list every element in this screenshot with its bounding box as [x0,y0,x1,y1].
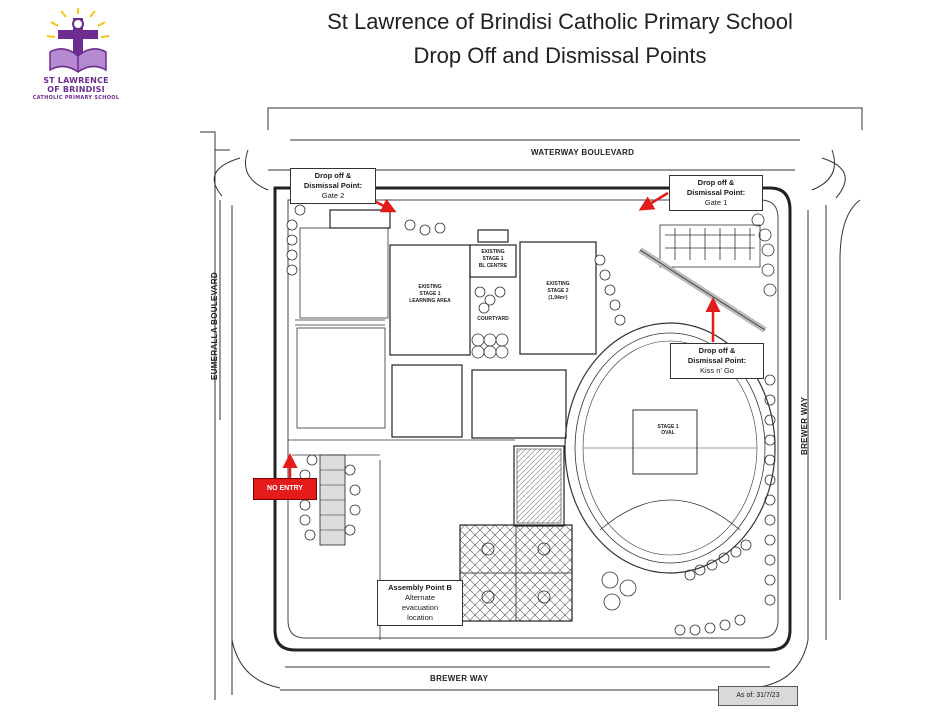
kiss-n-go-callout: Drop off & Dismissal Point: Kiss n' Go [670,343,764,379]
assembly-callout-line4: location [407,613,433,622]
gate1-callout-sub: Gate 1 [704,198,728,207]
as-of-date: As of: 31/7/23 [718,686,798,706]
kiss-callout-title-2: Dismissal Point: [687,356,747,365]
building-label-stage2-2: STAGE 2 [547,288,568,294]
oval-label-1: STAGE 1 [657,424,678,430]
logo-line-1: ST LAWRENCE [43,76,109,85]
gate2-callout-title-2: Dismissal Point: [303,181,363,190]
logo-text: ST LAWRENCE OF BRINDISI CATHOLIC PRIMARY… [22,76,130,103]
building-label-stage2-1: EXISTING [546,281,569,287]
page-title: St Lawrence of Brindisi Catholic Primary… [327,9,793,34]
gate1-callout: Drop off & Dismissal Point: Gate 1 [669,175,763,211]
road-label-north: WATERWAY BOULEVARD [531,148,635,157]
no-entry-sign: NO ENTRY [253,478,317,500]
kiss-callout-title: Drop off & [698,346,736,355]
gate2-callout: Drop off & Dismissal Point: Gate 2 [290,168,376,204]
building-label-bl-3: BL CENTRE [479,263,508,269]
assembly-callout-line2: Alternate [404,593,436,602]
page-subtitle: Drop Off and Dismissal Points [413,43,707,68]
gate2-callout-title: Drop off & [314,171,352,180]
assembly-callout-line3: evacuation [401,603,439,612]
building-label-stage1-learning-2: STAGE 1 [419,291,440,297]
gate1-arrow [638,191,669,211]
kiss-callout-sub: Kiss n' Go [700,366,734,375]
oval-label-2: OVAL [661,430,675,436]
logo-line-2: OF BRINDISI [47,85,105,94]
school-logo-icon [46,8,110,73]
assembly-callout-title: Assembly Point B [388,583,452,592]
courtyard-label: COURTYARD [477,316,509,322]
road-label-west: EUMERALLA BOULEVARD [210,272,219,380]
gate1-callout-title-2: Dismissal Point: [686,188,746,197]
road-label-east: BREWER WAY [800,396,809,455]
gate2-callout-sub: Gate 2 [321,191,345,200]
building-label-stage2-3: (1,94m²) [548,295,568,301]
gate1-callout-title: Drop off & [697,178,735,187]
building-label-bl-2: STAGE 1 [482,256,503,262]
logo-line-3: CATHOLIC PRIMARY SCHOOL [32,95,120,101]
road-label-south: BREWER WAY [430,674,489,683]
building-label-stage1-learning-3: LEARNING AREA [409,298,451,304]
assembly-point-callout: Assembly Point B Alternate evacuation lo… [377,580,463,626]
building-label-bl-1: EXISTING [481,249,504,255]
building-label-stage1-learning: EXISTING [418,284,441,290]
